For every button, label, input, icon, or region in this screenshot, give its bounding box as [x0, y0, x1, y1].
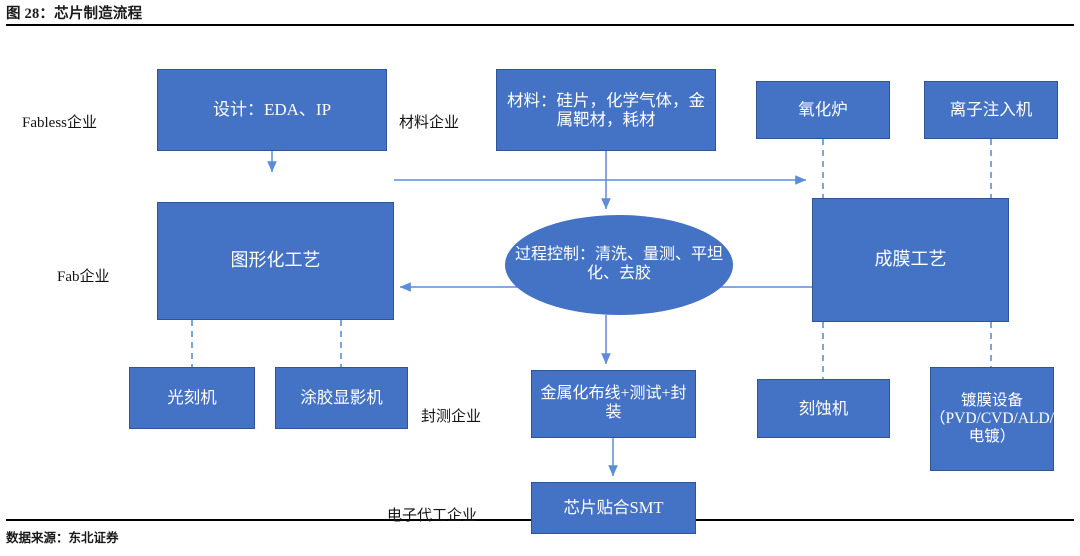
- node-label-etcher: 刻蚀机: [798, 398, 849, 418]
- node-coating-eqp[interactable]: 镀膜设备（PVD/CVD/ALD/电镀）: [930, 367, 1054, 471]
- diagram-canvas: Fabless企业 材料企业 Fab企业封测企业电子代工企业 设计：EDA、IP 材料：…: [0, 26, 1080, 534]
- node-oxidation[interactable]: 氧化炉: [756, 81, 890, 139]
- lane-label-material: 材料企业: [399, 115, 460, 131]
- node-design[interactable]: 设计：EDA、IP: [157, 69, 387, 151]
- node-label-oxidation: 氧化炉: [798, 100, 848, 120]
- node-label-metal-test: 金属化布线+测试+封装: [540, 385, 687, 421]
- node-label-deposition: 成膜工艺: [874, 249, 947, 270]
- node-label-coating-eqp: 镀膜设备（PVD/CVD/ALD/电镀）: [930, 391, 1055, 446]
- node-ion-implanter[interactable]: 离子注入机: [924, 81, 1058, 139]
- node-label-design: 设计：EDA、IP: [212, 99, 332, 119]
- node-deposition[interactable]: 成膜工艺: [812, 198, 1009, 322]
- lane-label-fab: Fab企业: [57, 269, 110, 285]
- node-smt[interactable]: 芯片贴合SMT: [531, 482, 696, 534]
- lane-label-packaging: 封测企业: [421, 409, 482, 425]
- node-label-patterning: 图形化工艺: [230, 250, 321, 271]
- node-label-smt: 芯片贴合SMT: [563, 498, 664, 518]
- lane-label-fabless: Fabless企业: [22, 115, 98, 131]
- figure-title: 图 28：芯片制造流程: [6, 6, 143, 22]
- figure-source: 数据来源：东北证券: [6, 531, 119, 545]
- node-metal-test[interactable]: 金属化布线+测试+封装: [531, 370, 696, 438]
- node-label-litho: 光刻机: [167, 388, 217, 408]
- node-patterning[interactable]: 图形化工艺: [157, 202, 394, 320]
- node-process-ctrl[interactable]: 过程控制：清洗、量测、平坦化、去胶: [505, 215, 733, 315]
- node-etcher[interactable]: 刻蚀机: [757, 379, 890, 438]
- node-label-materials: 材料：硅片，化学气体，金属靶材，耗材: [507, 90, 705, 129]
- node-coater[interactable]: 涂胶显影机: [275, 367, 408, 429]
- lane-label-foundry: 电子代工企业: [387, 508, 478, 524]
- node-label-ion-implanter: 离子注入机: [949, 100, 1033, 120]
- node-label-process-ctrl: 过程控制：清洗、量测、平坦化、去胶: [514, 246, 723, 282]
- node-litho[interactable]: 光刻机: [129, 367, 255, 429]
- node-label-coater: 涂胶显影机: [300, 388, 383, 408]
- node-materials[interactable]: 材料：硅片，化学气体，金属靶材，耗材: [496, 69, 716, 151]
- title-divider: [6, 24, 1074, 26]
